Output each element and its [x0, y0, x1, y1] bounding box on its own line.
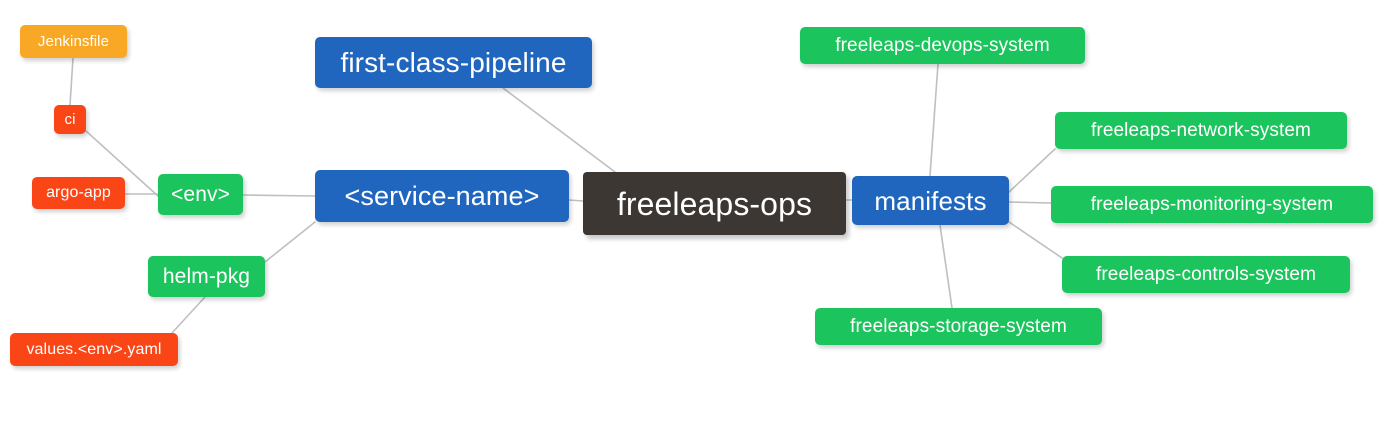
edge-manifests-network [1008, 148, 1056, 193]
node-manifests[interactable]: manifests [852, 176, 1009, 225]
node-freeleaps-storage-system[interactable]: freeleaps-storage-system [815, 308, 1102, 345]
node-freeleaps-monitoring-system[interactable]: freeleaps-monitoring-system [1051, 186, 1373, 223]
edge-service-name-ops [568, 199, 584, 202]
edge-manifests-controls [1008, 221, 1063, 259]
edge-manifests-monitoring [1008, 201, 1052, 204]
edge-helm-pkg-values [171, 296, 206, 334]
edge-manifests-devops [929, 63, 939, 177]
node-freeleaps-controls-system[interactable]: freeleaps-controls-system [1062, 256, 1350, 293]
node-jenkinsfile[interactable]: Jenkinsfile [20, 25, 127, 58]
node-argo-app[interactable]: argo-app [32, 177, 125, 209]
edge-manifests-storage [939, 224, 953, 309]
edge-service-name-helm-pkg [264, 221, 316, 263]
node-values-yaml[interactable]: values.<env>.yaml [10, 333, 178, 366]
node-service-name[interactable]: <service-name> [315, 170, 569, 222]
node-ci[interactable]: ci [54, 105, 86, 134]
node-env[interactable]: <env> [158, 174, 243, 215]
edge-first-class-pipeline-ops [502, 87, 616, 173]
node-freeleaps-network-system[interactable]: freeleaps-network-system [1055, 112, 1347, 149]
node-freeleaps-ops[interactable]: freeleaps-ops [583, 172, 846, 235]
node-helm-pkg[interactable]: helm-pkg [148, 256, 265, 297]
edge-jenkinsfile-ci [69, 57, 74, 106]
edge-env-service-name [242, 194, 316, 197]
node-first-class-pipeline[interactable]: first-class-pipeline [315, 37, 592, 88]
node-freeleaps-devops-system[interactable]: freeleaps-devops-system [800, 27, 1085, 64]
